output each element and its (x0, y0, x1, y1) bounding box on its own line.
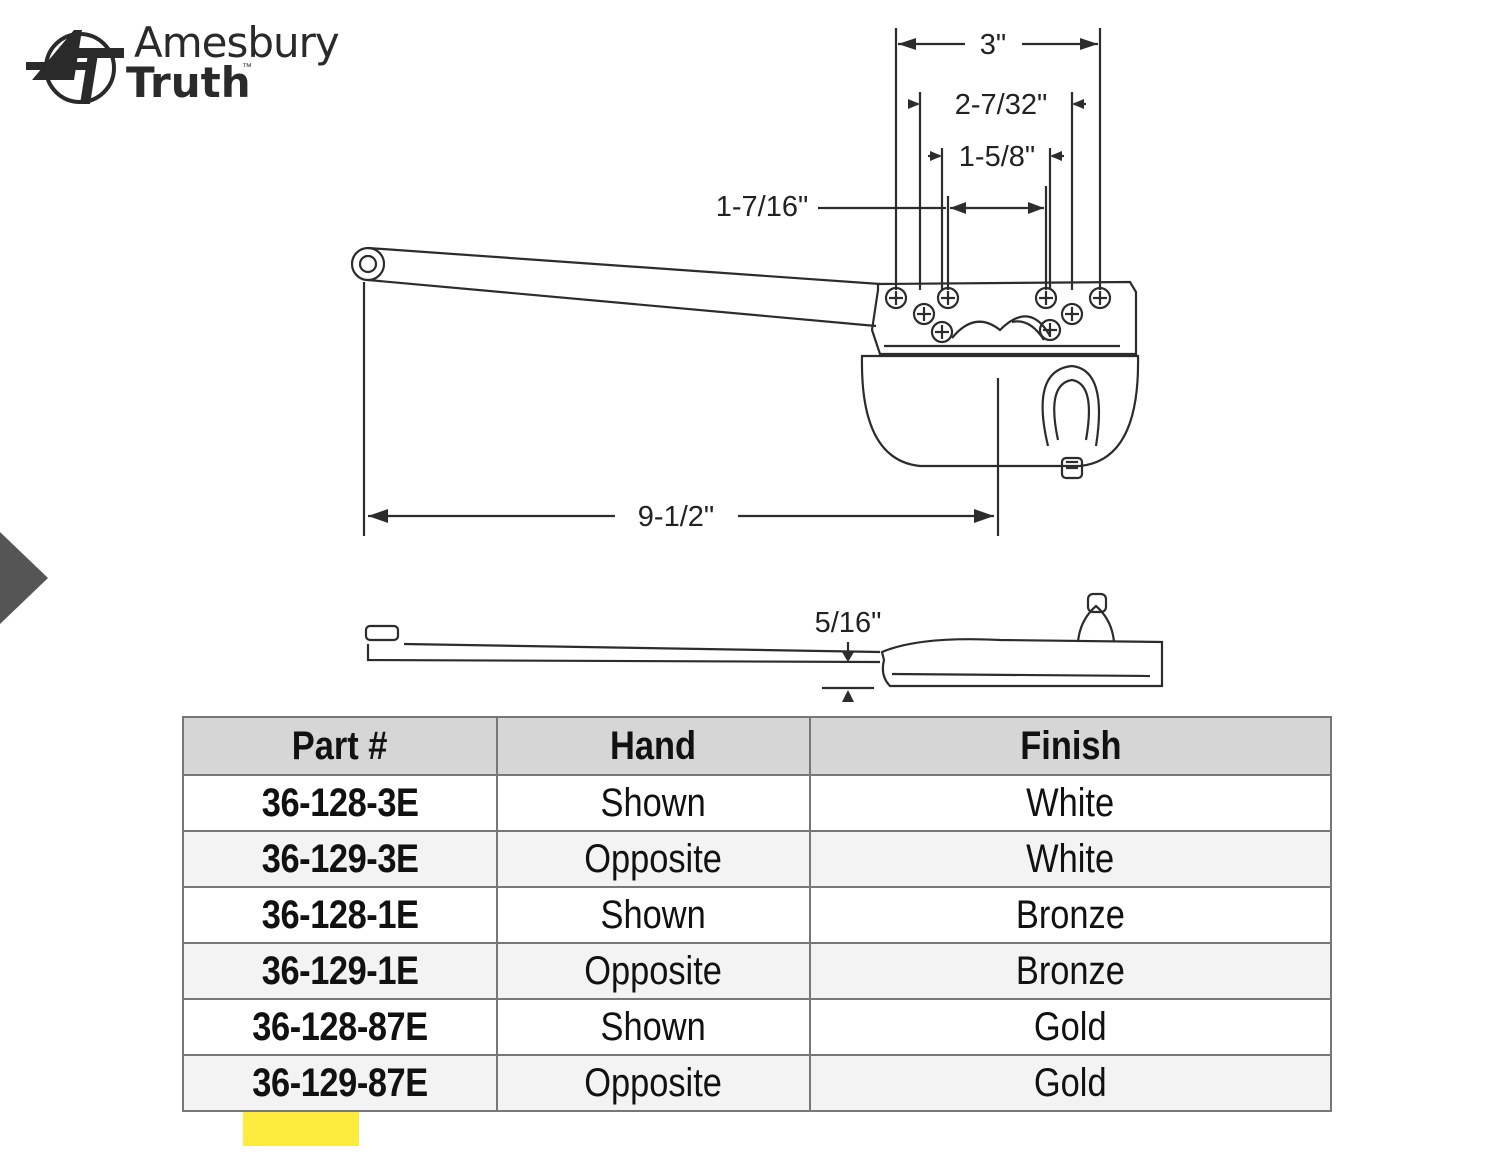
dimension-2-7-32in: 2-7/32" (955, 89, 1048, 121)
brand-monogram-icon (26, 30, 124, 104)
finish-cell: White (809, 774, 1332, 832)
parts-table: Part # Hand Finish 36-128-3E Shown White… (182, 716, 1332, 1112)
operator-diagram: 3" 2-7/32" 1-5/8" 1-7/16" 9-1/2" 5/16" (350, 28, 1164, 702)
brand-name-line1: Amesbury (134, 18, 340, 67)
table-header-row: Part # Hand Finish (182, 716, 1332, 776)
hand-cell: Shown (495, 774, 812, 832)
finish-cell: Bronze (809, 886, 1332, 944)
finish-cell: Gold (809, 998, 1332, 1056)
hand-cell: Opposite (495, 830, 812, 888)
side-arrow-icon[interactable] (0, 520, 60, 640)
finish-cell: Bronze (809, 942, 1332, 1000)
part-number-cell: 36-128-87E (182, 998, 498, 1056)
hand-cell: Opposite (495, 1054, 812, 1112)
column-header-hand: Hand (495, 716, 812, 776)
hand-cell: Opposite (495, 942, 812, 1000)
brand-logo: Amesbury Truth ™ (22, 18, 362, 108)
dimension-9-1-2in: 9-1/2" (638, 501, 714, 533)
column-header-part: Part # (182, 716, 498, 776)
part-number-cell: 36-129-87E (182, 1054, 498, 1112)
finish-cell: White (809, 830, 1332, 888)
dimension-3in: 3" (980, 29, 1006, 61)
part-number-cell: 36-128-1E (182, 886, 498, 944)
table-row: 36-129-3E Opposite White (182, 830, 1332, 888)
part-number-cell: 36-129-3E (182, 830, 498, 888)
part-number-cell: 36-129-1E (182, 942, 498, 1000)
table-row: 36-129-1E Opposite Bronze (182, 942, 1332, 1000)
table-row: 36-128-3E Shown White (182, 774, 1332, 832)
dimension-1-5-8in: 1-5/8" (959, 141, 1035, 173)
column-header-finish: Finish (809, 716, 1332, 776)
table-row: 36-129-87E Opposite Gold (182, 1054, 1332, 1112)
table-row: 36-128-1E Shown Bronze (182, 886, 1332, 944)
finish-cell: Gold (809, 1054, 1332, 1112)
hand-cell: Shown (495, 998, 812, 1056)
hand-cell: Shown (495, 886, 812, 944)
dimension-5-16in: 5/16" (815, 607, 882, 639)
brand-name-line2: Truth (126, 58, 251, 107)
dimension-1-7-16in: 1-7/16" (716, 191, 809, 223)
part-number-cell: 36-128-3E (182, 774, 498, 832)
table-row: 36-128-87E Shown Gold (182, 998, 1332, 1056)
trademark-mark: ™ (242, 62, 252, 73)
